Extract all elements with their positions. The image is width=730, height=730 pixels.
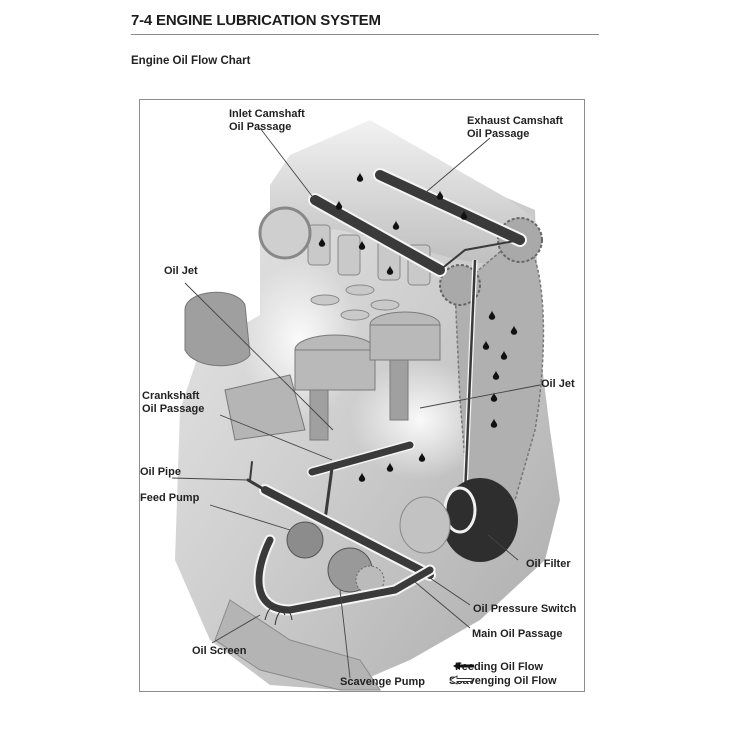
label-main-oil-passage: Main Oil Passage	[472, 628, 563, 640]
hollow-arrow-left-icon	[449, 675, 473, 685]
leader-lines	[171, 127, 541, 679]
figure-subtitle: Engine Oil Flow Chart	[131, 55, 251, 67]
riser-oil-passage	[462, 259, 478, 496]
label-scavenge-pump: Scavenge Pump	[340, 676, 425, 688]
legend-feeding-oil-flow: Feeding Oil Flow	[453, 661, 543, 673]
legend-scavenging-oil-flow: Scavenging Oil Flow	[449, 675, 557, 687]
label-feed-pump: Feed Pump	[140, 492, 200, 504]
label-line: Crankshaft	[142, 390, 200, 402]
engine-oil-flow-figure: Inlet Camshaft Oil Passage Exhaust Camsh…	[139, 99, 585, 692]
label-oil-pressure-switch: Oil Pressure Switch	[473, 603, 577, 615]
label-inlet-camshaft-oil-passage: Inlet Camshaft Oil Passage	[229, 108, 305, 134]
pistons	[294, 311, 441, 441]
label-oil-screen: Oil Screen	[192, 645, 247, 657]
engine-illustration	[171, 120, 560, 691]
title-divider	[131, 34, 599, 35]
label-line: Oil Passage	[229, 121, 292, 133]
label-line: Exhaust Camshaft	[467, 115, 563, 127]
solid-arrow-left-icon	[453, 662, 474, 670]
main-oil-passage	[246, 461, 436, 581]
pumps	[286, 521, 385, 595]
label-line: Oil Passage	[467, 128, 530, 140]
legend-label: Feeding Oil Flow	[455, 661, 543, 673]
oil-pan	[214, 599, 381, 691]
label-crankshaft-oil-passage: Crankshaft Oil Passage	[142, 390, 204, 416]
label-oil-jet-left: Oil Jet	[164, 265, 198, 277]
label-oil-filter: Oil Filter	[526, 558, 571, 570]
crankshaft-oil-passage	[307, 440, 415, 522]
label-oil-jet-right: Oil Jet	[541, 378, 575, 390]
label-exhaust-camshaft-oil-passage: Exhaust Camshaft Oil Passage	[467, 115, 563, 141]
section-title: 7-4 ENGINE LUBRICATION SYSTEM	[131, 12, 381, 29]
crankshaft-housing	[184, 206, 312, 441]
label-line: Oil Passage	[142, 403, 205, 415]
legend-label: Scavenging Oil Flow	[449, 675, 557, 687]
scavenge-passage	[253, 534, 436, 616]
oil-filter	[399, 478, 518, 562]
camshaft-oil-passages	[308, 168, 527, 277]
label-oil-pipe: Oil Pipe	[140, 466, 181, 478]
label-line: Inlet Camshaft	[229, 108, 305, 120]
